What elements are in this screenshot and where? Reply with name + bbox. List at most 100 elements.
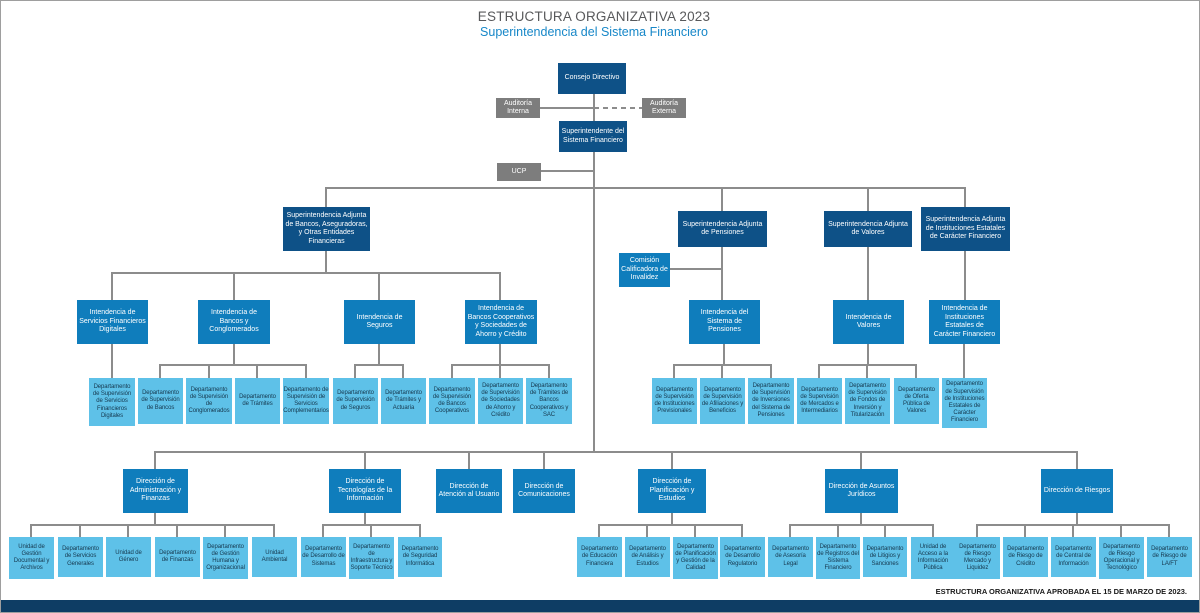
- uni-gestion-documental-label: Unidad de Gestión Documental y Archivos: [13, 543, 50, 572]
- connector-line: [30, 524, 275, 526]
- connector-line: [233, 344, 235, 364]
- dir-planificacion-label: Dirección de Planificación y Estudios: [649, 478, 695, 503]
- uni-ambiental-label: Unidad Ambiental: [261, 549, 288, 563]
- connector-line: [541, 170, 594, 172]
- connector-line: [723, 344, 725, 364]
- dep-tramites-label: Departamento de Trámites: [239, 393, 276, 407]
- dep-sup-bancos-cooperativos-label: Departamento de Supervisión de Bancos Co…: [432, 386, 472, 415]
- connector-line: [322, 524, 324, 537]
- dep-gestion-humana: Departamento de Gestión Humana y Organiz…: [203, 537, 248, 579]
- dep-sup-seguros: Departamento de Supervisión de Seguros: [333, 378, 378, 424]
- connector-line: [1120, 524, 1122, 537]
- int-cooperativos-label: Intendencia de Bancos Cooperativos y Soc…: [467, 305, 535, 338]
- sa-estatales: Superintendencia Adjunta de Institucione…: [921, 207, 1010, 251]
- connector-line: [860, 513, 862, 524]
- dep-riesgo-operacional: Departamento de Riesgo Operacional y Tec…: [1099, 537, 1144, 579]
- connector-line: [867, 187, 869, 211]
- int-pensiones-label: Intendencia del Sistema de Pensiones: [700, 309, 749, 334]
- connector-line: [860, 451, 862, 469]
- dir-atencion-label: Dirección de Atención al Usuario: [438, 482, 500, 499]
- connector-line: [976, 524, 978, 537]
- dep-sup-bancos-label: Departamento de Supervisión de Bancos: [141, 390, 180, 411]
- connector-line: [305, 364, 307, 378]
- connector-line: [866, 364, 868, 378]
- dep-sup-sfd-label: Departamento de Supervisión de Servicios…: [92, 383, 132, 419]
- dep-central-informacion-label: Departamento de Central de Información: [1055, 546, 1092, 567]
- dep-tramites-actuaria-label: Departamento de Trámites y Actuaría: [385, 390, 422, 411]
- dir-juridicos: Dirección de Asuntos Jurídicos: [825, 469, 898, 513]
- int-bancos-conglomerados-label: Intendencia de Bancos y Conglomerados: [209, 309, 259, 334]
- ucp: UCP: [497, 163, 541, 181]
- dep-sup-bancos-cooperativos: Departamento de Supervisión de Bancos Co…: [429, 378, 475, 424]
- dep-sup-fondos: Departamento de Supervisión de Fondos de…: [845, 378, 890, 424]
- uni-genero-label: Unidad de Género: [115, 549, 142, 563]
- approval-note: ESTRUCTURA ORGANIZATIVA APROBADA EL 15 D…: [935, 587, 1187, 596]
- dep-seguridad-informatica: Departamento de Seguridad Informática: [398, 537, 442, 577]
- connector-line: [233, 272, 235, 300]
- dep-sup-inst-previsionales: Departamento de Supervisión de Instituci…: [652, 378, 697, 424]
- connector-line: [543, 451, 545, 469]
- uni-ambiental: Unidad Ambiental: [252, 537, 297, 577]
- connector-line: [1076, 513, 1078, 524]
- dep-riesgo-mercado: Departamento de Riesgo Mercado y Liquide…: [955, 537, 1000, 579]
- dir-juridicos-label: Dirección de Asuntos Jurídicos: [828, 482, 895, 499]
- dep-sup-inst-estatales-label: Departamento de Supervisión de Instituci…: [944, 381, 985, 424]
- dep-seguridad-informatica-label: Departamento de Seguridad Informática: [401, 546, 439, 567]
- connector-line: [818, 364, 820, 378]
- connector-line: [370, 524, 372, 537]
- footer-bar: [1, 600, 1199, 612]
- dep-tramites: Departamento de Trámites: [235, 378, 280, 424]
- connector-line: [789, 524, 934, 526]
- connector-line: [594, 107, 642, 109]
- int-valores: Intendencia de Valores: [833, 300, 904, 344]
- connector-line: [176, 524, 178, 537]
- int-pensiones: Intendencia del Sistema de Pensiones: [689, 300, 760, 344]
- connector-line: [837, 524, 839, 537]
- connector-line: [325, 187, 327, 207]
- connector-line: [548, 364, 550, 378]
- dep-tramites-actuaria: Departamento de Trámites y Actuaría: [381, 378, 426, 424]
- connector-line: [159, 364, 161, 378]
- dep-analisis-estudios: Departamento de Análisis y Estudios: [625, 537, 670, 577]
- connector-line: [867, 247, 869, 300]
- connector-line: [670, 268, 722, 270]
- dep-asesoria-legal: Departamento de Asesoría Legal: [768, 537, 813, 577]
- dep-sup-inst-estatales: Departamento de Supervisión de Instituci…: [942, 378, 987, 428]
- connector-line: [154, 513, 156, 524]
- connector-line: [364, 451, 366, 469]
- dep-oferta-publica: Departamento de Oferta Pública de Valore…: [894, 378, 939, 424]
- connector-line: [127, 524, 129, 537]
- connector-line: [741, 524, 743, 537]
- connector-line: [540, 107, 594, 109]
- connector-line: [932, 524, 934, 537]
- dep-infraestructura: Departamento de Infraestructura y Soport…: [349, 537, 394, 579]
- int-seguros-label: Intendencia de Seguros: [356, 313, 403, 330]
- int-seguros: Intendencia de Seguros: [344, 300, 415, 344]
- dep-sup-afiliaciones: Departamento de Supervisión de Afiliacio…: [700, 378, 745, 424]
- dep-asesoria-legal-label: Departamento de Asesoría Legal: [772, 546, 809, 567]
- connector-line: [1072, 524, 1074, 537]
- auditoria-interna-label: Auditoría Interna: [503, 100, 533, 115]
- connector-line: [721, 364, 723, 378]
- dep-desarrollo-sistemas-label: Departamento de Desarrollo de Sistemas: [302, 546, 345, 567]
- dep-sup-afiliaciones-label: Departamento de Supervisión de Afiliacio…: [701, 386, 744, 415]
- auditoria-externa: Auditoría Externa: [642, 98, 686, 118]
- int-sfd-label: Intendencia de Servicios Financieros Dig…: [79, 309, 146, 334]
- dep-educacion-financiera: Departamento de Educación Financiera: [577, 537, 622, 577]
- dep-infraestructura-label: Departamento de Infraestructura y Soport…: [350, 543, 393, 572]
- connector-line: [79, 524, 81, 537]
- int-sfd: Intendencia de Servicios Financieros Dig…: [77, 300, 148, 344]
- page-subtitle: Superintendencia del Sistema Financiero: [480, 25, 708, 39]
- dep-sup-mercados-label: Departamento de Supervisión de Mercados …: [800, 386, 839, 415]
- ucp-label: UCP: [511, 168, 527, 175]
- connector-line: [364, 513, 366, 524]
- dep-gestion-humana-label: Departamento de Gestión Humana y Organiz…: [206, 543, 245, 572]
- connector-line: [402, 364, 404, 378]
- dep-registros: Departamento de Registros del Sistema Fi…: [816, 537, 860, 579]
- dep-desarrollo-regulatorio: Departamento de Desarrollo Regulatorio: [720, 537, 765, 577]
- auditoria-externa-label: Auditoría Externa: [649, 100, 679, 115]
- dir-riesgos-label: Dirección de Riesgos: [1043, 486, 1111, 494]
- dep-registros-label: Departamento de Registros del Sistema Fi…: [817, 543, 859, 572]
- connector-line: [1168, 524, 1170, 537]
- sa-pensiones: Superintendencia Adjunta de Pensiones: [678, 211, 767, 247]
